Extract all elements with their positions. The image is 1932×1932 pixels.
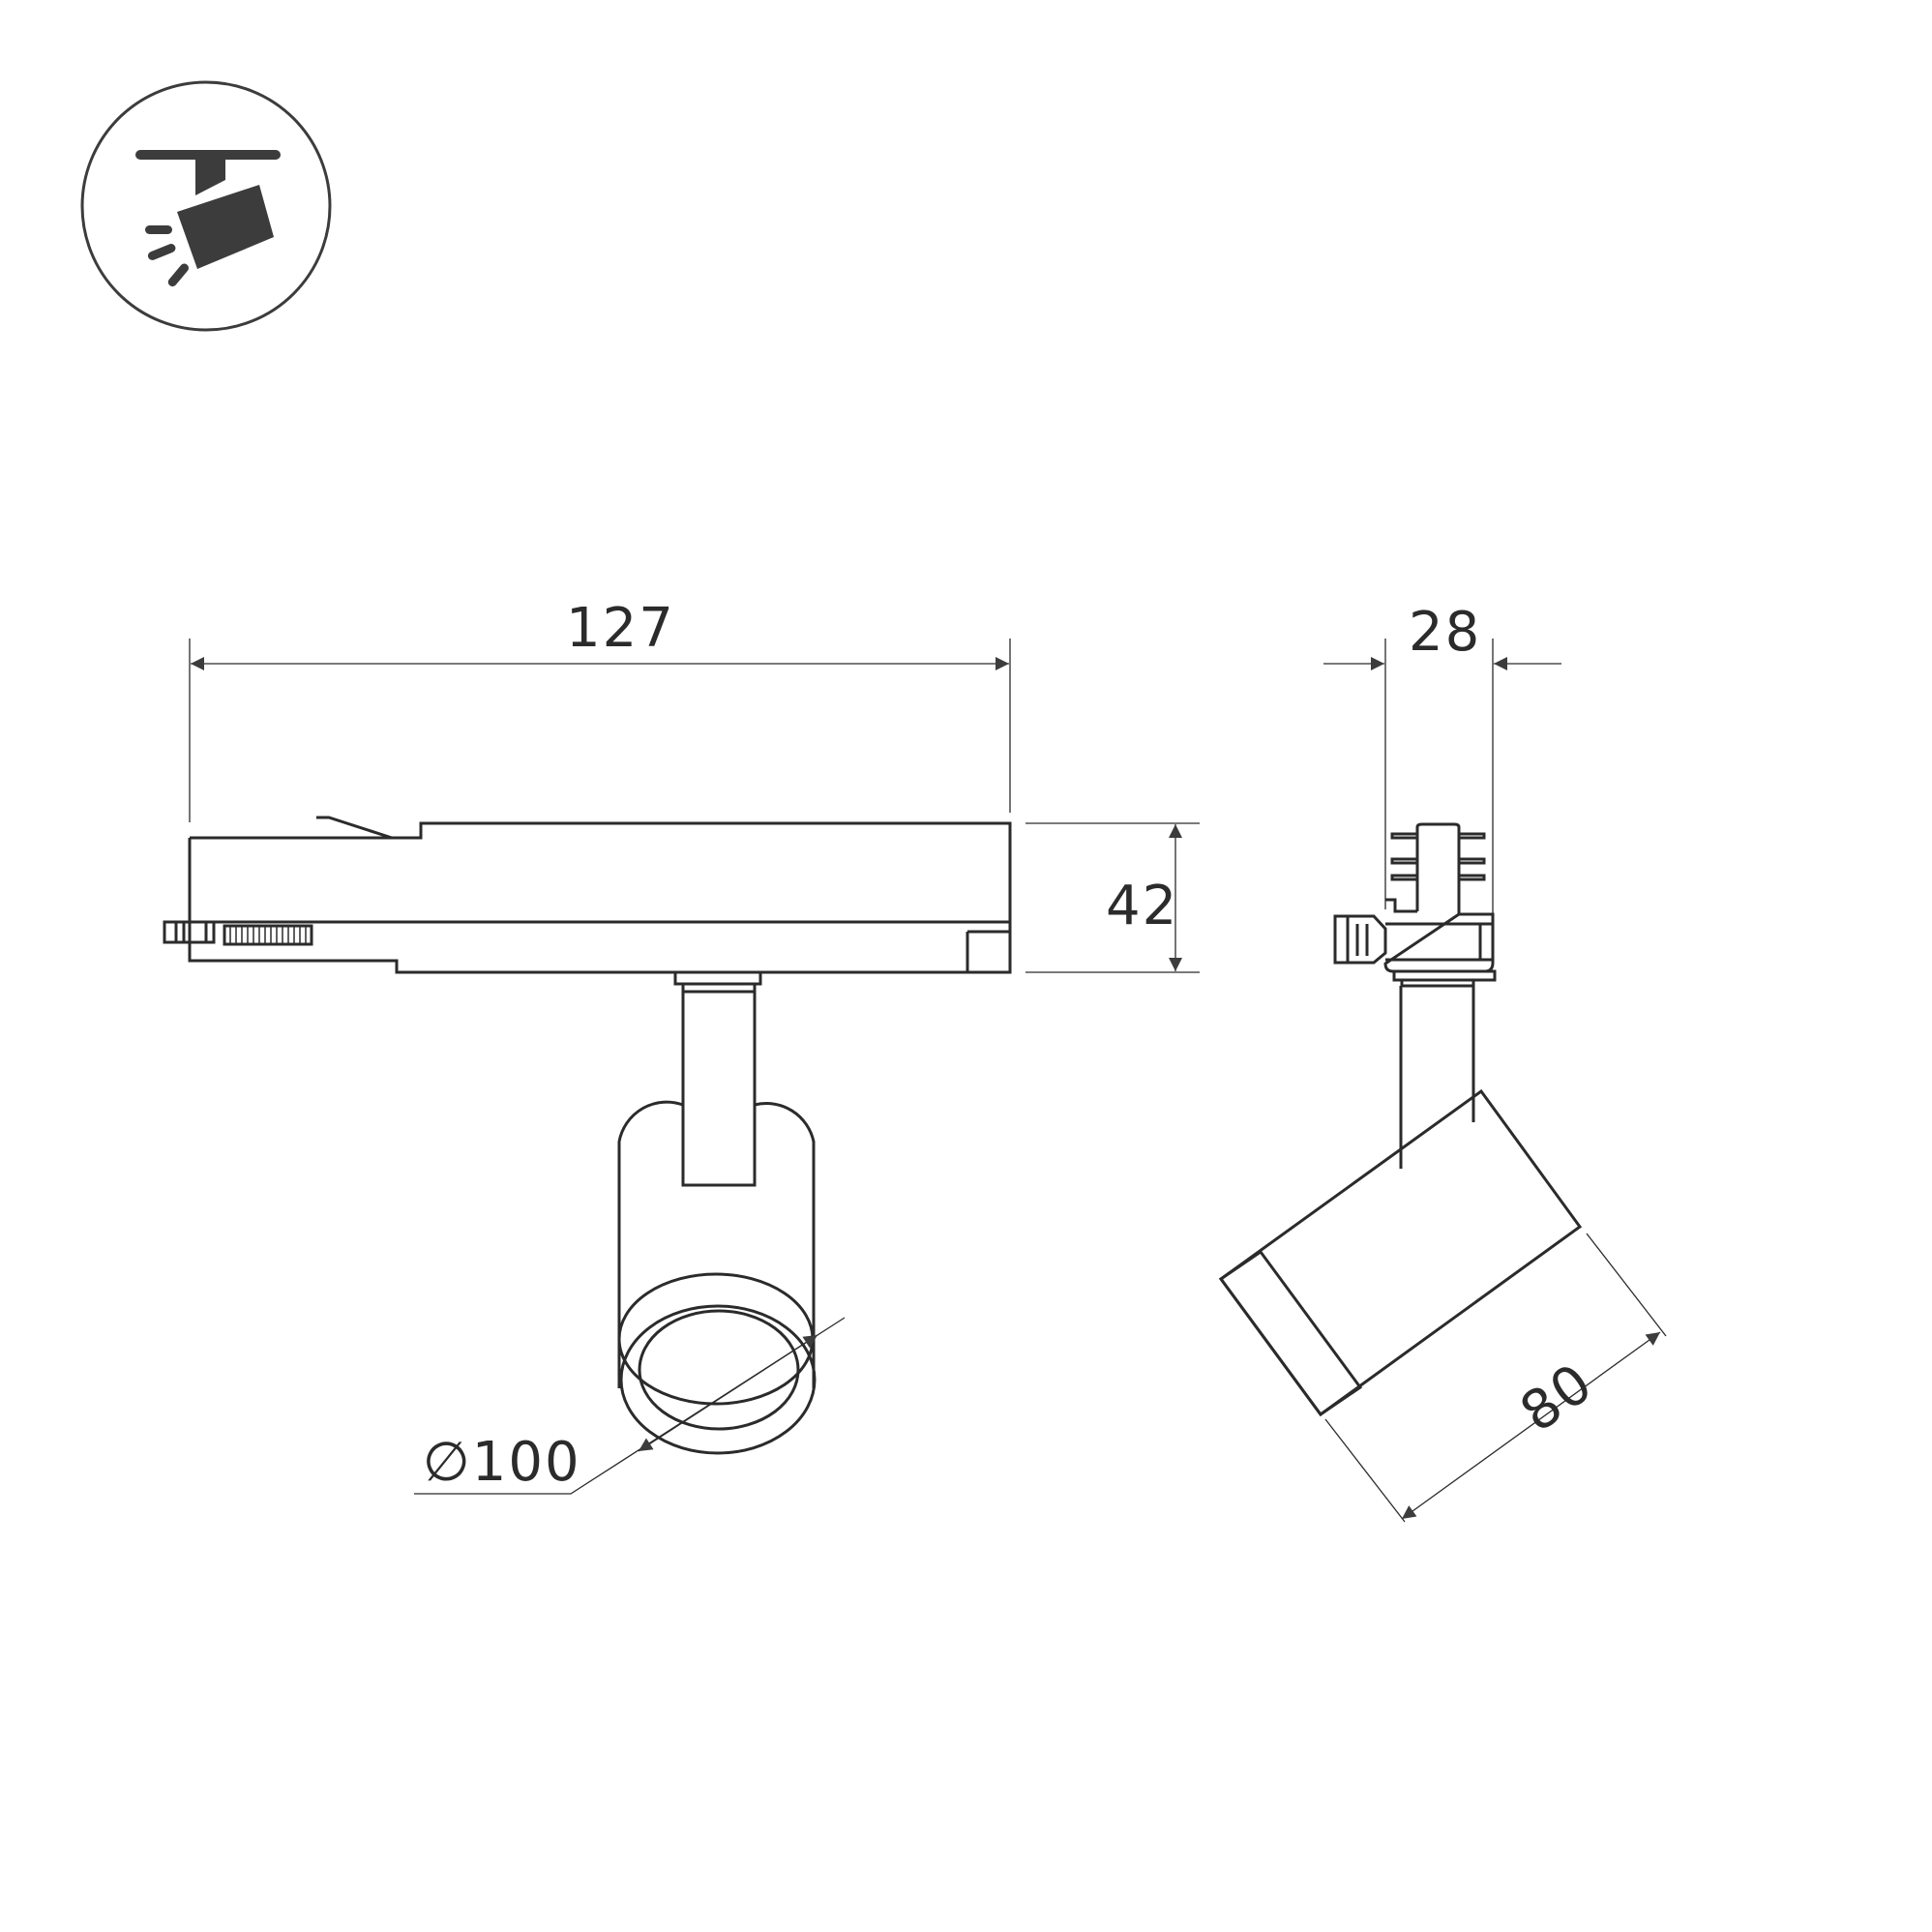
width-dimension-label: 28	[1409, 601, 1481, 664]
length-dimension-label: 127	[566, 597, 675, 660]
front-dimensions: 127 42 ∅100	[189, 597, 1200, 1495]
diameter-dimension-label: ∅100	[423, 1431, 581, 1494]
side-dimensions: 28 80	[1323, 601, 1667, 1523]
track-spotlight-icon	[80, 80, 332, 332]
height-dimension-label: 42	[1106, 875, 1178, 937]
side-view	[1218, 822, 1583, 1417]
front-view	[163, 816, 1012, 1455]
